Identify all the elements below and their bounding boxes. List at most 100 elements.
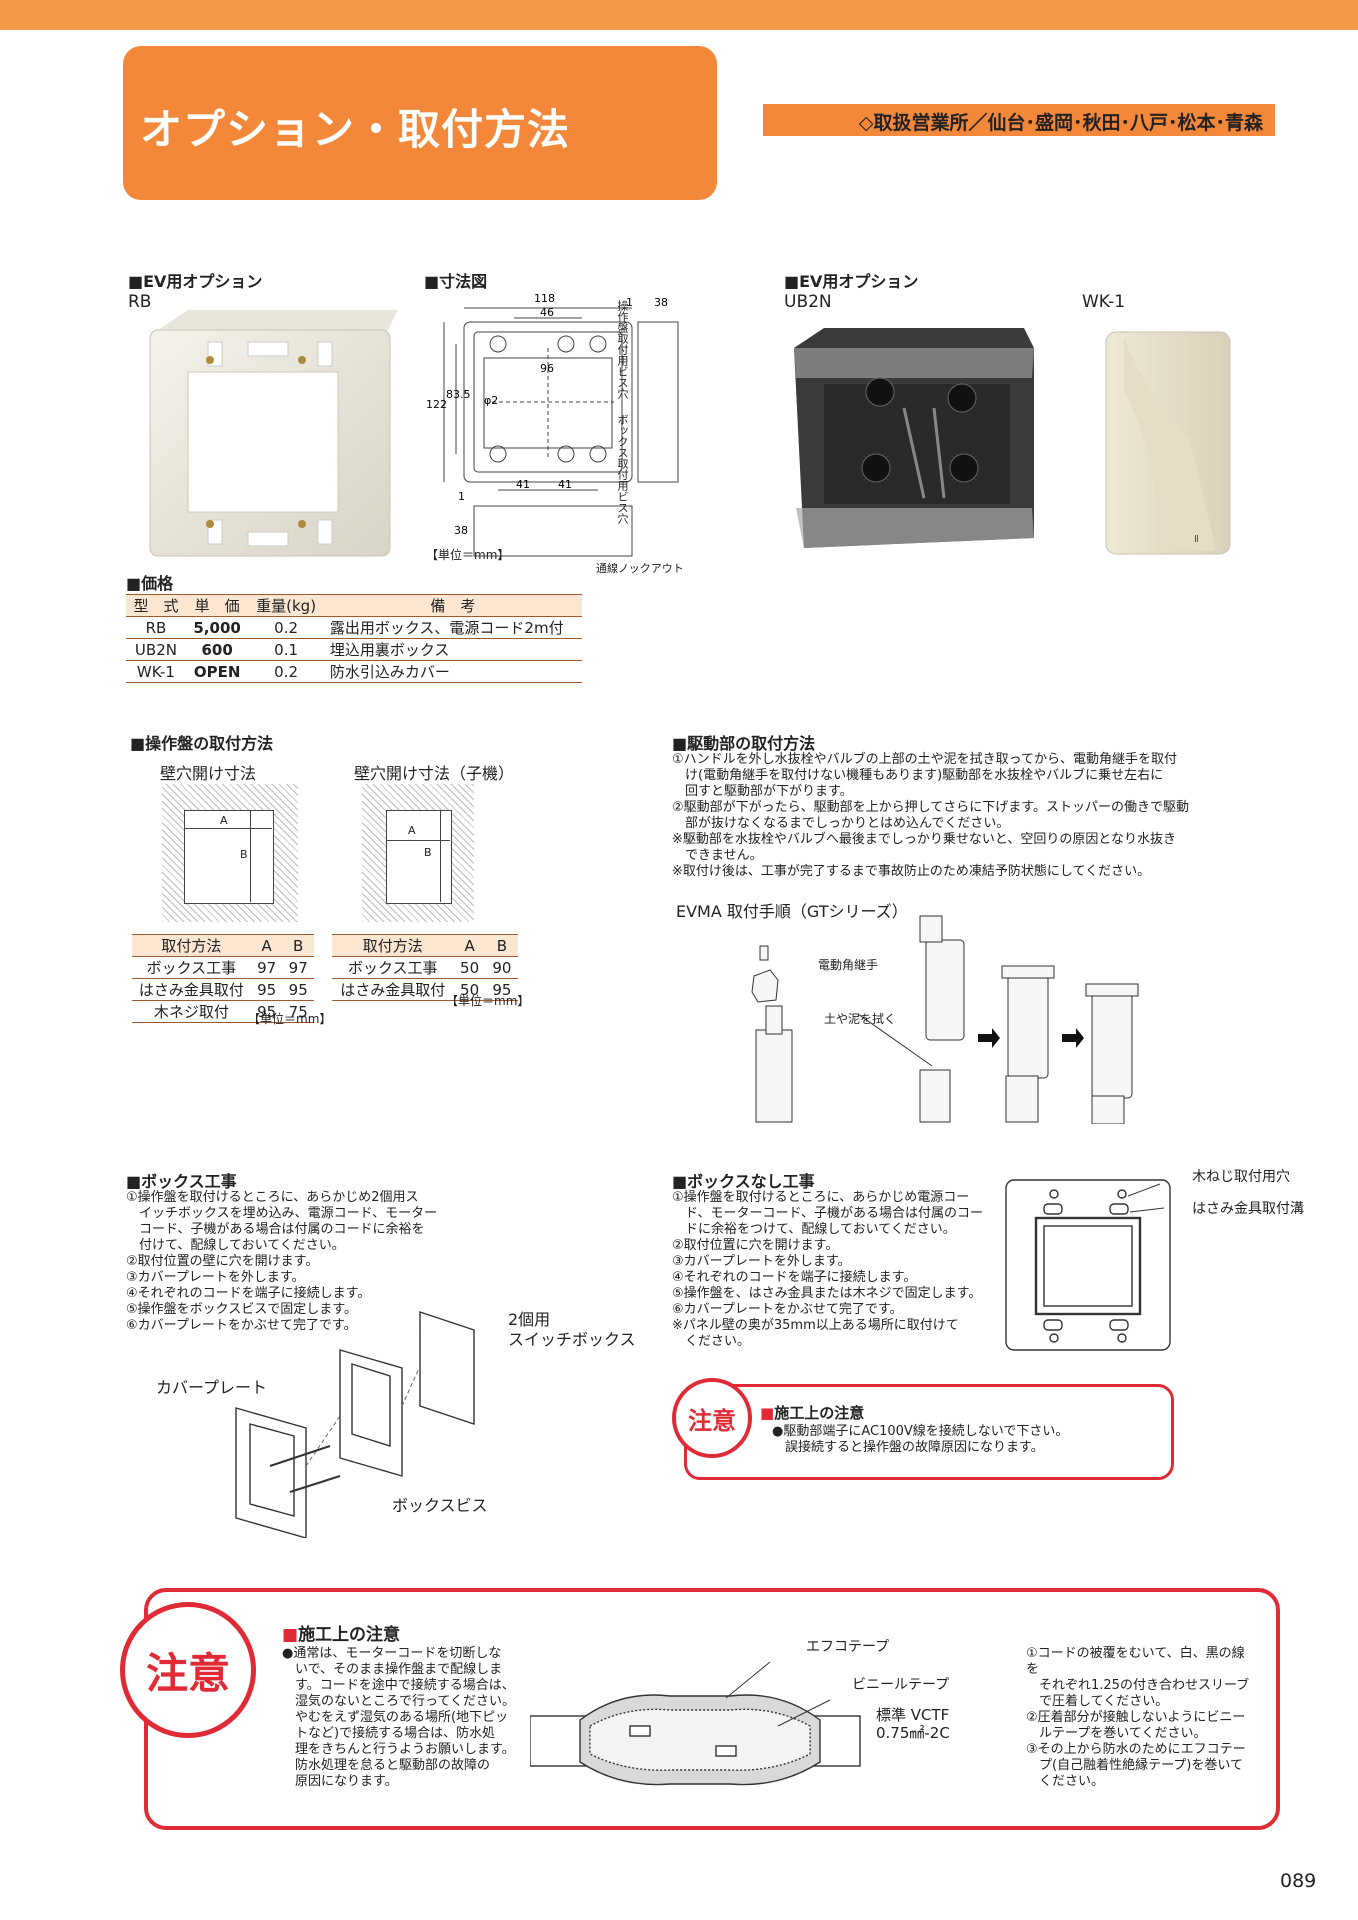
no-box-panel-diagram xyxy=(1005,1179,1171,1351)
cell-weight: 0.1 xyxy=(248,638,324,661)
caution-line: 理をきちんと行うようお願いします。 xyxy=(282,1742,515,1757)
cell-price: 600 xyxy=(185,638,249,661)
dim-118: 118 xyxy=(534,292,555,305)
ub2n-heading: ■EV用オプション xyxy=(784,272,919,291)
drive-line: できません。 xyxy=(672,848,763,863)
cell-b: 95 xyxy=(485,978,518,1001)
table-row: WK-1 OPEN 0.2 防水引込みカバー xyxy=(126,660,582,683)
caution-line: 湿気のないところで行ってください。 xyxy=(282,1694,515,1709)
nobox-line: ※パネル壁の奥が35mm以上ある場所に取付けて xyxy=(672,1318,959,1333)
price-table: 型 式 単 価 重量(kg) 備 考 RB 5,000 0.2 露出用ボックス、… xyxy=(126,594,582,683)
drive-line: ※駆動部を水抜栓やバルブへ最後までしっかり乗せないと、空回りの原因となり水抜き xyxy=(672,832,1176,847)
top-screw-label: 操作盤取付用ビス穴 xyxy=(616,300,629,399)
col-model: 型 式 xyxy=(126,594,186,617)
wood-screw-hole-label: 木ねじ取付用穴 xyxy=(1192,1169,1290,1185)
col-a: A xyxy=(453,934,486,957)
splice-step: プ(自己融着性絶縁テープ)を巻いて xyxy=(1026,1758,1243,1773)
cover-plate-label: カバープレート xyxy=(156,1378,268,1397)
cell-b: 95 xyxy=(282,978,314,1001)
wall-hole-diagram: A B xyxy=(162,784,298,922)
col-method: 取付方法 xyxy=(332,934,454,957)
wk1-model: WK-1 xyxy=(1082,292,1126,312)
caution-line: やむをえず湿気のある場所(地下ピッ xyxy=(282,1710,509,1725)
nobox-line: ⑥カバープレートをかぶせて完了です。 xyxy=(672,1302,903,1317)
caution-heading-large-text: 施工上の注意 xyxy=(298,1625,401,1645)
box-line: ②取付位置の壁に穴を開けます。 xyxy=(126,1254,319,1269)
col-price: 単 価 xyxy=(185,594,249,617)
switchbox-label-line: スイッチボックス xyxy=(508,1330,636,1349)
cell-a: 95 xyxy=(250,978,283,1001)
cell-weight: 0.2 xyxy=(248,616,324,639)
cell-model: WK-1 xyxy=(126,660,186,683)
cell-method: はさみ金具取付 xyxy=(132,978,251,1001)
table-row: UB2N 600 0.1 埋込用裏ボックス xyxy=(126,638,582,661)
nobox-line: ドに余裕をつけて、配線しておいてください。 xyxy=(672,1222,956,1237)
caution-line: す。コードを途中で接続する場合は、 xyxy=(282,1678,515,1693)
top-accent-bar xyxy=(0,0,1358,30)
joint-label: 電動角継手 xyxy=(818,958,879,972)
cell-a: 50 xyxy=(453,978,486,1001)
cell-price: 5,000 xyxy=(185,616,249,639)
dimension-drawing: 118 46 1 38 96 122 83.5 φ2 41 41 1 38 xyxy=(426,292,679,557)
switchbox-label-line: 2個用 xyxy=(508,1310,551,1329)
knockout-label: 通線ノックアウト xyxy=(596,562,684,575)
dim-46: 46 xyxy=(540,306,554,319)
dim-1a: 1 xyxy=(626,296,633,309)
efco-tape-label: エフコテープ xyxy=(806,1639,890,1655)
cell-model: RB xyxy=(126,616,186,639)
cell-price: OPEN xyxy=(185,660,249,683)
price-header-row: 型 式 単 価 重量(kg) 備 考 xyxy=(126,594,582,617)
box-line: ⑥カバープレートをかぶせて完了です。 xyxy=(126,1318,357,1333)
caution-badge-small: 注意 xyxy=(672,1378,752,1458)
col-weight: 重量(kg) xyxy=(248,594,324,617)
vinyl-tape-label: ビニールテープ xyxy=(852,1677,950,1693)
switchbox-label: 2個用 スイッチボックス xyxy=(508,1310,636,1350)
title-banner xyxy=(123,46,717,200)
wk1-cover-photo: Ⅱ xyxy=(1105,331,1231,555)
page-title: オプション・取付方法 xyxy=(140,105,571,154)
box-work-heading: ■ボックス工事 xyxy=(126,1172,237,1191)
drive-line: 回すと駆動部が下がります。 xyxy=(672,784,853,799)
panel-mount-heading: ■操作盤の取付方法 xyxy=(130,734,274,753)
splice-step: それぞれ1.25の付き合わせスリーブ xyxy=(1026,1678,1250,1693)
cable-splice-diagram xyxy=(530,1661,861,1786)
caution-text-large: ●通常は、モーターコードを切断しな いで、そのまま操作盤まで配線しま す。コード… xyxy=(282,1646,522,1790)
caution-line: 防水処理を怠ると駆動部の故障の xyxy=(282,1758,491,1773)
cable-standard-label: 標準 VCTF 0.75㎟-2C xyxy=(876,1706,950,1742)
label-a-child: A xyxy=(408,824,416,837)
col-b: B xyxy=(485,934,518,957)
drive-line: ②駆動部が下がったら、駆動部を上から押してさらに下げます。ストッパーの働きで駆動 xyxy=(672,800,1189,815)
splice-step: で圧着してください。 xyxy=(1026,1694,1169,1709)
procedure-title: EVMA 取付手順（GTシリーズ） xyxy=(676,902,908,921)
cable-standard-line: 0.75㎟-2C xyxy=(876,1724,950,1742)
col-note: 備 考 xyxy=(323,594,582,617)
dim-41b: 41 xyxy=(558,478,572,491)
ub2n-model: UB2N xyxy=(784,292,832,312)
drive-line: ※取付け後は、工事が完了するまで事故防止のため凍結予防状態にしてください。 xyxy=(672,864,1151,879)
wall-hole-child-unit: 【単位＝mm】 xyxy=(446,994,530,1008)
nobox-line: ③カバープレートを外します。 xyxy=(672,1254,851,1269)
cell-a: 95 xyxy=(250,1000,283,1023)
ub2n-box-photo xyxy=(794,328,1034,548)
dimension-unit: 【単位＝mm】 xyxy=(426,548,510,562)
caution-badge-large: 注意 xyxy=(120,1602,256,1738)
rb-heading: ■EV用オプション xyxy=(128,272,263,291)
cell-a: 97 xyxy=(250,956,283,979)
price-heading: ■価格 xyxy=(126,574,174,593)
box-work-text: ①操作盤を取付けるところに、あらかじめ2個用ス イッチボックスを埋め込み、電源コ… xyxy=(126,1190,446,1334)
cell-method: はさみ金具取付 xyxy=(332,978,454,1001)
cell-method: ボックス工事 xyxy=(132,956,251,979)
wall-hole-child-diagram: A B xyxy=(362,784,474,922)
dim-835: 83.5 xyxy=(446,388,471,401)
dimension-heading: ■寸法図 xyxy=(424,272,488,291)
clip-groove-label: はさみ金具取付溝 xyxy=(1192,1201,1304,1217)
wall-hole-unit: 【単位＝mm】 xyxy=(248,1012,332,1026)
box-line: コード、子機がある場合は付属のコードに余裕を xyxy=(126,1222,425,1237)
rb-box-photo xyxy=(149,310,398,557)
cell-model: UB2N xyxy=(126,638,186,661)
dim-38a: 38 xyxy=(654,296,668,309)
